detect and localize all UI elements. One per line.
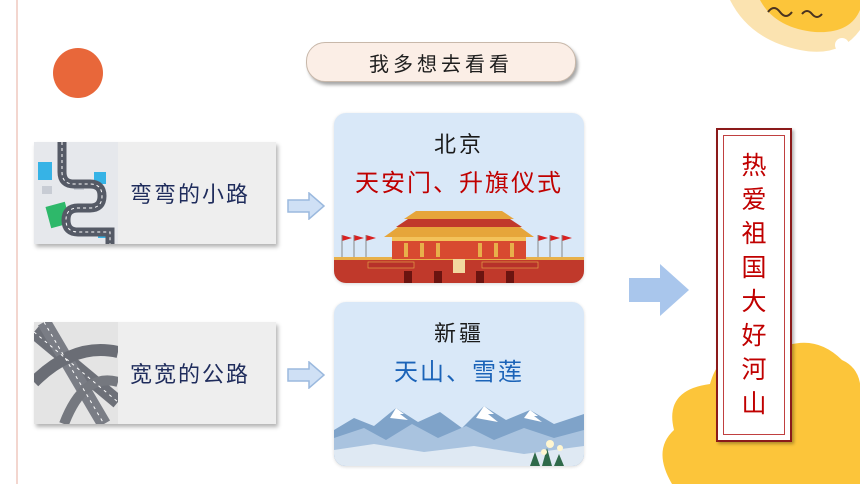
arrow-right-large-icon bbox=[629, 264, 689, 316]
frame-border-line bbox=[16, 0, 18, 484]
slogan-char: 祖 bbox=[741, 219, 767, 248]
place-card-beijing: 北京 天安门、升旗仪式 bbox=[334, 113, 584, 283]
slogan-char: 国 bbox=[741, 253, 767, 282]
place-name-xinjiang: 新疆 bbox=[433, 322, 484, 347]
arrow-right-icon bbox=[287, 361, 325, 389]
slogan-char: 热 bbox=[741, 151, 767, 180]
corner-decoration bbox=[730, 0, 860, 60]
place-name-beijing: 北京 bbox=[433, 133, 484, 158]
place-card-xinjiang: 新疆 天山、雪莲 bbox=[334, 302, 584, 466]
page-title: 我多想去看看 bbox=[306, 42, 576, 82]
road-label-winding: 弯弯的小路 bbox=[130, 183, 251, 208]
road-label-highway: 宽宽的公路 bbox=[130, 363, 251, 388]
highway-interchange-icon bbox=[34, 322, 118, 424]
orange-circle-decoration bbox=[53, 48, 103, 98]
slogan-char: 河 bbox=[741, 355, 767, 384]
place-desc-xinjiang: 天山、雪莲 bbox=[394, 358, 524, 386]
place-desc-beijing: 天安门、升旗仪式 bbox=[355, 169, 563, 197]
road-card-highway: 宽宽的公路 bbox=[34, 322, 276, 424]
tianshan-mountain-illustration bbox=[334, 406, 584, 466]
slogan-char: 爱 bbox=[741, 185, 767, 214]
slogan-char: 山 bbox=[741, 389, 767, 418]
slogan-banner-text: 热爱祖国大好河山 bbox=[723, 135, 785, 435]
slogan-char: 好 bbox=[741, 321, 767, 350]
slogan-banner: 热爱祖国大好河山 bbox=[716, 128, 792, 442]
arrow-right-icon bbox=[287, 192, 325, 220]
road-card-winding: 弯弯的小路 bbox=[34, 142, 276, 244]
winding-road-map-icon bbox=[34, 142, 118, 244]
slogan-char: 大 bbox=[741, 287, 767, 316]
tiananmen-illustration bbox=[334, 211, 584, 283]
